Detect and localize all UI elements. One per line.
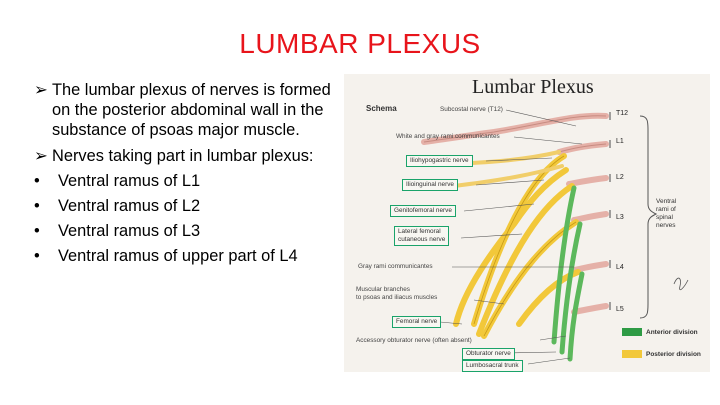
label-muscular: Muscular branches to psoas and iliacus m…: [356, 286, 437, 302]
label-muscular-line2: to psoas and iliacus muscles: [356, 294, 438, 301]
ventral-line: nerves: [656, 222, 676, 229]
label-accessory-obturator: Accessory obturator nerve (often absent): [356, 337, 472, 344]
bullet-text: Ventral ramus of L1: [58, 172, 201, 190]
bullet-item: • Ventral ramus of upper part of L4: [34, 246, 346, 266]
dot-bullet-icon: •: [34, 222, 40, 240]
bullet-item: ➢ The lumbar plexus of nerves is formed …: [34, 80, 346, 140]
bullet-text: Ventral ramus of L3: [58, 222, 201, 240]
slide-title: LUMBAR PLEXUS: [239, 28, 481, 59]
label-lumbosacral: Lumbosacral trunk: [462, 360, 523, 372]
legend-posterior: Posterior division: [646, 351, 701, 358]
ventral-line: Ventral: [656, 198, 677, 205]
label-lateral-femoral-line1: Lateral femoral: [398, 228, 441, 235]
segment-label: L5: [616, 306, 624, 313]
dot-bullet-icon: •: [34, 197, 40, 215]
bullet-item: • Ventral ramus of L2: [34, 196, 346, 216]
label-lateral-femoral-line2: cutaneous nerve: [398, 236, 446, 243]
anterior-division-swatch: [622, 328, 642, 336]
label-gray-rami: Gray rami communicantes: [358, 263, 433, 270]
label-femoral: Femoral nerve: [392, 316, 442, 328]
label-ilioinguinal: Ilioinguinal nerve: [402, 179, 458, 191]
bullet-text: The lumbar plexus of nerves is formed on…: [52, 81, 331, 139]
arrow-bullet-icon: ➢: [34, 81, 48, 99]
label-genitofemoral: Genitofemoral nerve: [390, 205, 456, 217]
legend-anterior: Anterior division: [646, 329, 698, 336]
segment-label: L3: [616, 214, 624, 221]
plexus-illustration: [421, 109, 689, 365]
segment-label: T12: [616, 110, 629, 117]
bullet-item: ➢ Nerves taking part in lumbar plexus:: [34, 146, 346, 166]
segment-label: L1: [616, 138, 624, 145]
arrow-bullet-icon: ➢: [34, 147, 48, 165]
bullet-text: Ventral ramus of L2: [58, 197, 201, 215]
bullet-text: Nerves taking part in lumbar plexus:: [52, 147, 314, 165]
label-subcostal: Subcostal nerve (T12): [440, 106, 503, 113]
bullet-list: ➢ The lumbar plexus of nerves is formed …: [34, 80, 346, 266]
figure-title: Lumbar Plexus: [472, 76, 594, 98]
posterior-division-swatch: [622, 350, 642, 358]
label-muscular-line1: Muscular branches: [356, 286, 410, 293]
ventral-rami-label: Ventral rami of spinal nerves: [656, 198, 676, 230]
segment-label: L4: [616, 264, 624, 271]
segment-label: L2: [616, 174, 624, 181]
bullet-text: Ventral ramus of upper part of L4: [58, 247, 298, 265]
schema-label: Schema: [366, 104, 397, 113]
ventral-line: rami of: [656, 206, 676, 213]
label-obturator: Obturator nerve: [462, 348, 515, 360]
dot-bullet-icon: •: [34, 172, 40, 190]
bullet-item: • Ventral ramus of L3: [34, 221, 346, 241]
label-lateral-femoral: Lateral femoral cutaneous nerve: [394, 226, 450, 246]
lumbar-plexus-figure: Lumbar Plexus Schema Subcostal nerve (T1…: [344, 74, 710, 372]
ventral-line: spinal: [656, 214, 673, 221]
label-iliohypogastric: Iliohypogastric nerve: [406, 155, 473, 167]
label-rami: White and gray rami communicantes: [396, 133, 500, 140]
bullet-item: • Ventral ramus of L1: [34, 171, 346, 191]
dot-bullet-icon: •: [34, 247, 40, 265]
